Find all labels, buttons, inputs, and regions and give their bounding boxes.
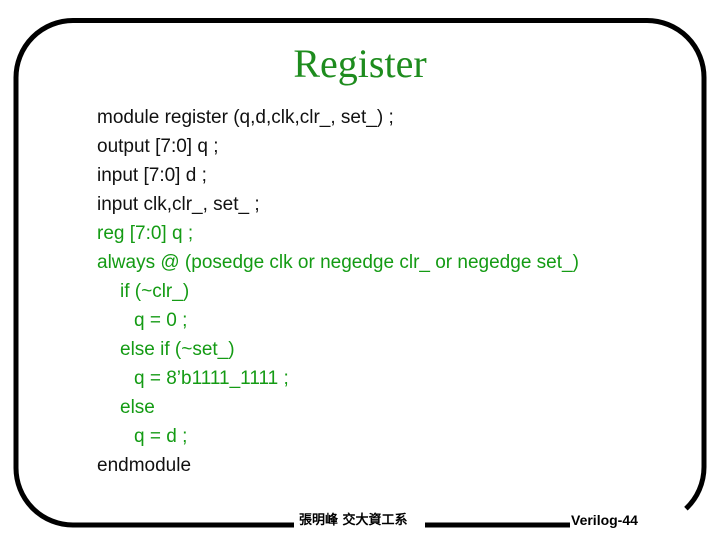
footer-author: 張明峰 交大資工系 bbox=[299, 513, 408, 528]
code-line: input [7:0] d ; bbox=[97, 165, 207, 186]
code-line: module register (q,d,clk,clr_, set_) ; bbox=[97, 107, 394, 128]
code-line: output [7:0] q ; bbox=[97, 136, 219, 157]
code-line: q = 8’b1111_1111 ; bbox=[134, 368, 289, 389]
code-line: endmodule bbox=[97, 455, 192, 476]
code-block: module register (q,d,clk,clr_, set_) ; o… bbox=[97, 103, 697, 480]
code-line: else if (~set_) bbox=[120, 339, 235, 360]
code-line: input clk,clr_, set_ ; bbox=[97, 194, 260, 215]
code-line: else bbox=[120, 397, 155, 418]
code-line: reg [7:0] q ; bbox=[97, 223, 194, 244]
code-line: if (~clr_) bbox=[120, 281, 190, 302]
code-line: q = d ; bbox=[134, 426, 188, 447]
code-line: always @ (posedge clk or negedge clr_ or… bbox=[97, 252, 579, 273]
footer-page-number: Verilog-44 bbox=[571, 512, 638, 528]
slide-title: Register bbox=[293, 41, 427, 86]
code-line: q = 0 ; bbox=[134, 310, 188, 331]
